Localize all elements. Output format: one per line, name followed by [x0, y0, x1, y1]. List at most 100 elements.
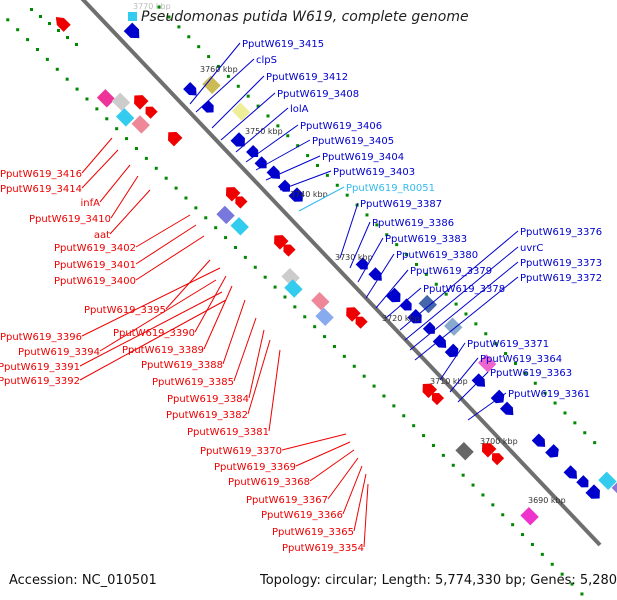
forward-gene [386, 287, 401, 303]
right-leader-line [467, 392, 507, 421]
right-leader-line [195, 58, 255, 113]
gc-track-dot [276, 124, 280, 128]
left-leader-line [135, 235, 205, 281]
gc-track-dot [530, 542, 534, 546]
cog-box [478, 354, 497, 373]
cog-box-shape [284, 279, 303, 298]
gc-track-dot [523, 371, 527, 375]
reverse-gene [422, 383, 437, 399]
gc-track-dot [441, 453, 445, 457]
gc-track-dot [593, 441, 597, 445]
left-leader-line [295, 441, 351, 467]
forward-gene [123, 22, 140, 39]
left-gene-label: PputW619_3391 [0, 362, 80, 373]
forward-gene [246, 144, 259, 158]
right-leader-line [349, 221, 371, 269]
reverse-gene [283, 244, 296, 257]
gc-track-dot [543, 391, 547, 395]
gc-track-dot [550, 562, 554, 566]
right-gene-label: PputW619_3372 [520, 273, 602, 284]
right-leader-line [357, 237, 384, 283]
cog-box [131, 115, 150, 134]
gc-track-dot [303, 315, 307, 319]
forward-gene [444, 343, 459, 358]
forward-gene-shape [563, 465, 577, 479]
left-gene-label: PputW619_3416 [0, 169, 82, 180]
left-leader-line [233, 317, 257, 382]
gc-track-dot [57, 29, 60, 32]
cog-box-shape [520, 506, 539, 526]
cog-box [598, 471, 617, 491]
left-gene-label: PputW619_3414 [0, 184, 82, 195]
cog-box-shape [444, 317, 463, 336]
gc-track-dot [236, 84, 240, 88]
right-gene-label: PputW619_3383 [385, 234, 467, 245]
gc-track-dot [157, 5, 161, 9]
gc-track-dot [553, 401, 557, 405]
reverse-gene-shape [283, 244, 296, 257]
reverse-gene [481, 443, 497, 458]
forward-gene-shape [123, 22, 140, 39]
left-gene-label: PputW619_3401 [54, 260, 136, 271]
gc-track-dot [286, 134, 290, 138]
cog-box [111, 92, 131, 112]
forward-gene [277, 179, 291, 192]
gc-track-dot [563, 411, 567, 415]
gc-track-dot [167, 15, 171, 19]
forward-gene [432, 334, 447, 348]
gc-track-dot [392, 404, 396, 408]
right-gene-label: PputW619_R0051 [346, 183, 435, 194]
cog-box-shape [598, 471, 617, 491]
gc-track-dot [412, 424, 416, 428]
tick-label: 3730 kbp [335, 253, 373, 262]
cog-box [284, 279, 303, 298]
accession-text: Accession: NC_010501 [9, 573, 157, 588]
left-gene-label: PputW619_3390 [113, 328, 195, 339]
left-leader-line [342, 465, 363, 515]
right-leader-line [409, 261, 519, 351]
forward-gene [471, 373, 486, 387]
left-leader-line [81, 137, 113, 174]
forward-gene-shape [432, 334, 447, 348]
reverse-gene [145, 106, 158, 119]
gc-track-dot [323, 335, 327, 339]
left-gene-label: PputW619_3385 [152, 377, 234, 388]
forward-gene [355, 257, 368, 270]
forward-gene-shape [266, 165, 281, 179]
right-gene-label: PputW619_3386 [372, 218, 454, 229]
reverse-gene-shape [355, 316, 368, 329]
gc-track-dot [164, 176, 168, 180]
left-leader-line [79, 291, 223, 367]
left-gene-label: aat [94, 230, 110, 241]
right-leader-line [235, 107, 289, 153]
reverse-gene-shape [274, 235, 289, 250]
forward-gene [183, 82, 197, 96]
right-leader-line [298, 186, 345, 212]
gc-track-dot [66, 36, 69, 39]
tick-label: 3700 kbp [480, 437, 518, 446]
right-leader-line [439, 342, 466, 381]
cog-box-shape [478, 354, 497, 373]
gc-track-dot [583, 431, 587, 435]
forward-gene-shape [576, 475, 589, 488]
right-gene-label: PputW619_3387 [360, 199, 442, 210]
cog-box-shape [418, 294, 437, 314]
gc-track-dot [283, 295, 287, 299]
forward-gene [422, 321, 436, 334]
genome-title: Pseudomonas putida W619, complete genome [141, 9, 469, 25]
cog-box [281, 267, 300, 287]
gc-track-dot [224, 236, 228, 240]
left-leader-line [99, 164, 131, 203]
gc-track-dot [85, 97, 89, 101]
right-leader-line [279, 170, 332, 191]
reverse-gene [225, 187, 241, 202]
forward-gene-shape [368, 267, 382, 281]
gc-track-dot [345, 193, 349, 197]
right-gene-label: PputW619_3363 [490, 368, 572, 379]
cog-box-shape [216, 205, 235, 225]
cog-box [520, 506, 539, 526]
forward-gene-shape [399, 298, 412, 311]
reverse-gene [134, 95, 149, 110]
left-leader-line [81, 149, 119, 189]
